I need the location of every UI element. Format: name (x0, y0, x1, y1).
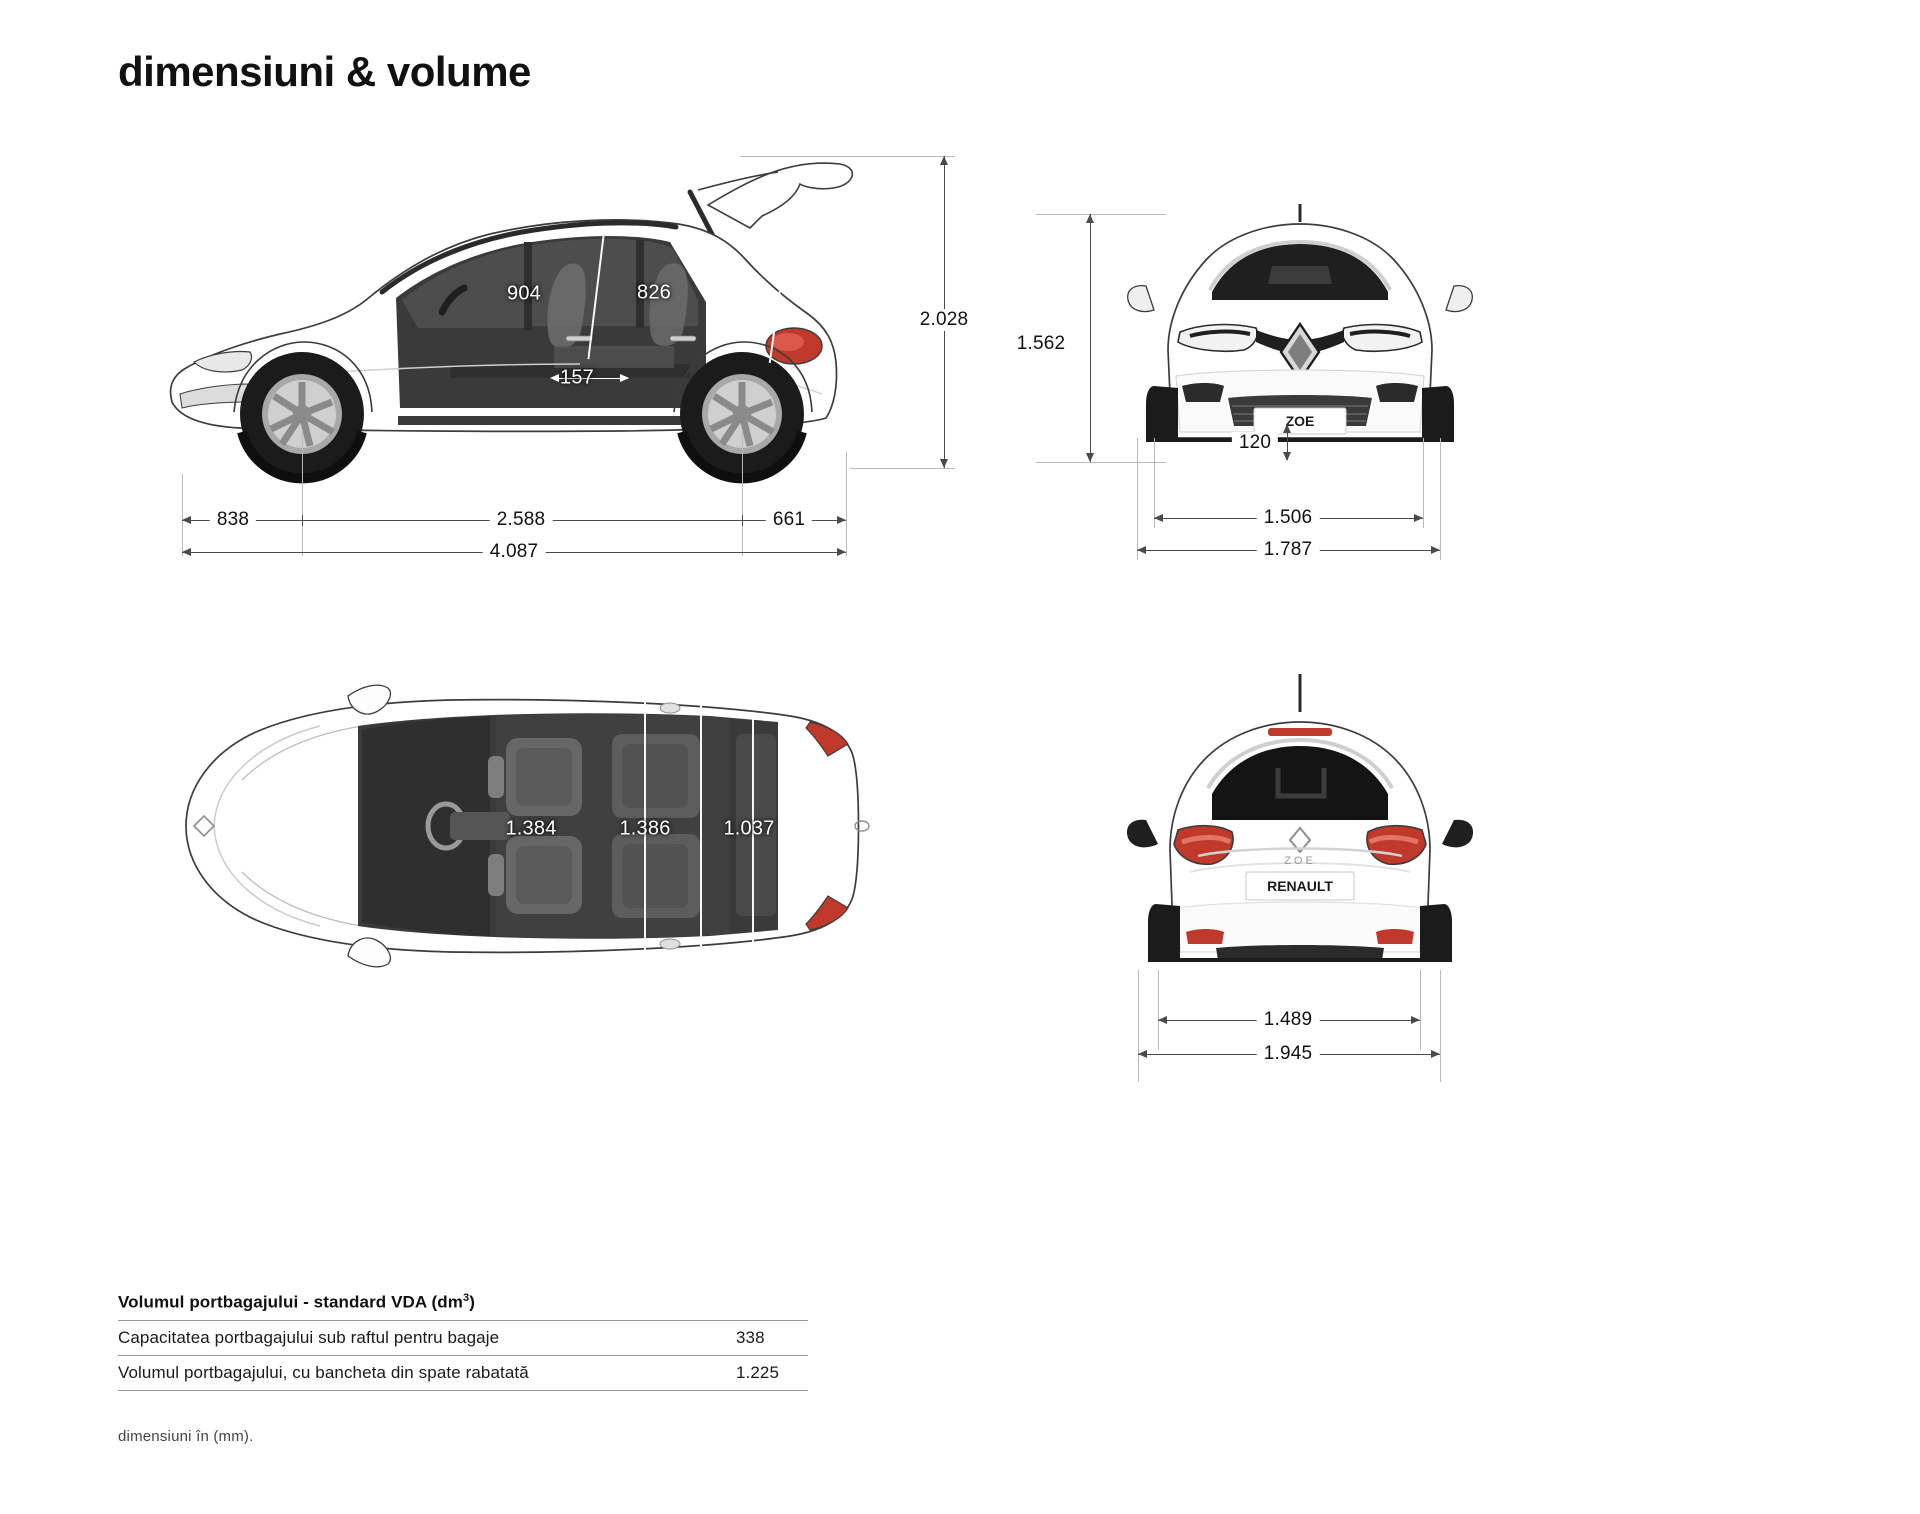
rear-badge-text: ZOE (1284, 855, 1316, 867)
ext-rear-wheel (742, 430, 743, 556)
fv-ext-left-track (1154, 438, 1155, 528)
dim-elbow-rear: 1.037 (723, 817, 775, 840)
fv-width-arrow-right (1431, 546, 1440, 554)
rv-ext-right-width (1440, 970, 1441, 1082)
dim-rear-overhang: 661 (765, 509, 813, 531)
fv-height-ext-top (1036, 214, 1166, 215)
rear-view-illustration: ZOE RENAULT (1120, 660, 1480, 990)
clearance-arrow-up (1283, 424, 1291, 433)
top-view-illustration (150, 660, 890, 990)
fv-track-arrow-right (1414, 514, 1423, 522)
shoulder-front-line (644, 700, 646, 962)
rv-width-arrow-left (1138, 1050, 1147, 1058)
height-arrow-down (940, 459, 948, 468)
shoulder-rear-line (700, 700, 702, 962)
trunk-row-0-label: Capacitatea portbagajului sub raftul pen… (118, 1327, 500, 1347)
dim-shoulder-front: 1.384 (505, 817, 557, 840)
fv-ext-right-width (1440, 438, 1441, 560)
ext-front-axis (182, 474, 183, 556)
length-arrow-right (837, 548, 846, 556)
side-view-illustration (150, 150, 890, 490)
front-plate-text: ZOE (1286, 413, 1315, 429)
dim-headroom-rear: 826 (637, 281, 671, 304)
table-row: Volumul portbagajului, cu bancheta din s… (118, 1354, 808, 1391)
dim-wheelbase: 2.588 (489, 509, 553, 531)
dim-length-overall: 4.087 (482, 541, 546, 563)
rv-ext-left-track (1158, 970, 1159, 1050)
rv-track-arrow-left (1158, 1016, 1167, 1024)
dim-front-track: 1.506 (1256, 507, 1320, 529)
length-arrow-left (182, 548, 191, 556)
rv-width-arrow-right (1431, 1050, 1440, 1058)
rv-ext-left-width (1138, 970, 1139, 1082)
dim-front-height: 1.562 (1009, 333, 1073, 355)
height-ext-top (740, 156, 955, 157)
dim-rear-width: 1.945 (1256, 1043, 1320, 1065)
trunk-volume-heading-sup: 3 (462, 1292, 470, 1304)
front-view-illustration: ZOE (1120, 200, 1480, 470)
height-arrow-up (940, 156, 948, 165)
dim-shoulder-rear: 1.386 (619, 817, 671, 840)
clearance-dim-line (1287, 426, 1288, 460)
dim-knee-room: 157 (560, 366, 594, 389)
overhang-arrow-left (182, 516, 191, 524)
fv-height-dim-line (1090, 214, 1091, 462)
dim-headroom-front: 904 (507, 282, 541, 305)
trunk-volume-heading-prefix: Volumul portbagajului - standard VDA (dm (118, 1292, 463, 1312)
ext-front-wheel (302, 430, 303, 556)
fv-height-arrow-up (1086, 214, 1094, 223)
fv-height-arrow-down (1086, 453, 1094, 462)
dim-front-width: 1.787 (1256, 539, 1320, 561)
dim-ground-clearance: 120 (1231, 432, 1279, 454)
clearance-arrow-down (1283, 452, 1291, 461)
dim-height-overall: 2.028 (912, 309, 976, 331)
overhang-tick-front (302, 515, 303, 526)
elbow-rear-line (752, 712, 754, 952)
fv-height-ext-bottom (1036, 462, 1166, 463)
trunk-row-1-value: 1.225 (736, 1362, 780, 1382)
dim-rear-track: 1.489 (1256, 1009, 1320, 1031)
trunk-volume-table: Volumul portbagajului - standard VDA (dm… (118, 1292, 808, 1391)
fv-width-arrow-left (1137, 546, 1146, 554)
table-row: Capacitatea portbagajului sub raftul pen… (118, 1319, 808, 1355)
trunk-row-1-label: Volumul portbagajului, cu bancheta din s… (118, 1362, 529, 1382)
rv-ext-right-track (1420, 970, 1421, 1050)
page-title: dimensiuni & volume (118, 48, 531, 95)
units-footnote: dimensiuni în (mm). (118, 1428, 254, 1445)
fv-ext-right-track (1423, 438, 1424, 528)
overhang-arrow-right (837, 516, 846, 524)
rear-plate-text: RENAULT (1267, 878, 1333, 894)
ext-rear-axis (846, 452, 847, 556)
trunk-volume-heading-suffix: ) (469, 1292, 475, 1312)
height-ext-bottom (850, 468, 955, 469)
knee-room-arrow-left (550, 374, 559, 382)
fv-ext-left-width (1137, 438, 1138, 560)
knee-room-arrow-right (620, 374, 629, 382)
dim-front-overhang: 838 (209, 509, 257, 531)
trunk-volume-heading: Volumul portbagajului - standard VDA (dm… (118, 1292, 808, 1320)
trunk-row-0-value: 338 (736, 1327, 765, 1347)
overhang-tick-rear (742, 515, 743, 526)
knee-room-line (556, 378, 628, 379)
rv-track-arrow-right (1411, 1016, 1420, 1024)
fv-track-arrow-left (1154, 514, 1163, 522)
